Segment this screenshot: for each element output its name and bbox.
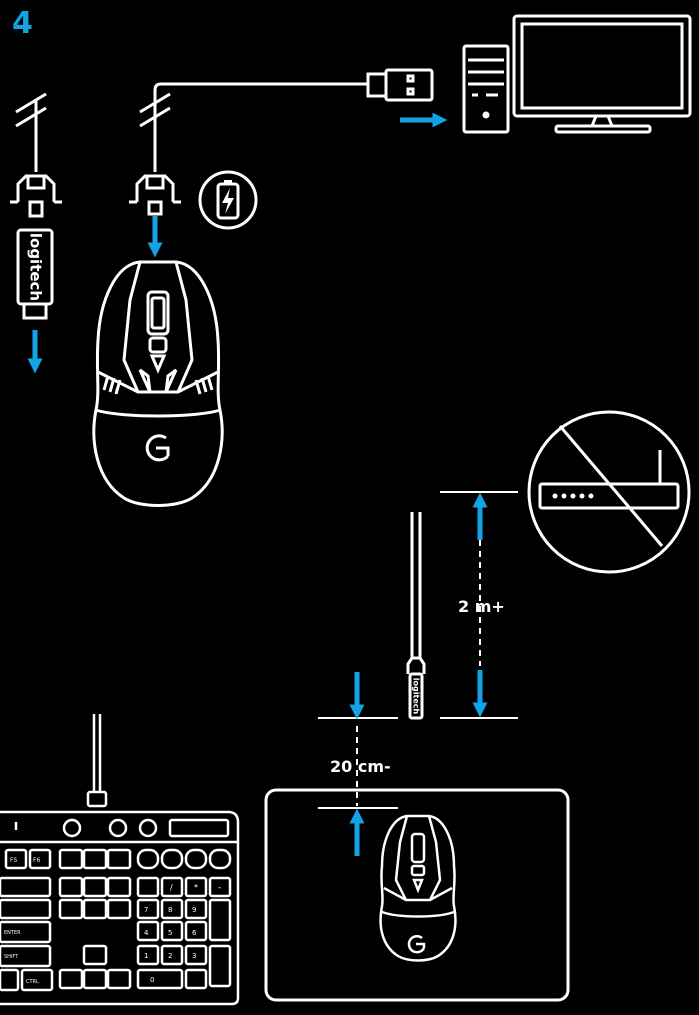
key-label: 1 <box>144 952 148 960</box>
distance-dashes <box>356 540 481 806</box>
key-label: SHIFT <box>4 954 19 960</box>
key-label: 5 <box>168 929 172 937</box>
key-label: 4 <box>144 929 149 937</box>
router-led-dots <box>552 493 594 499</box>
key-label: 9 <box>192 906 196 914</box>
gaming-mouse-small <box>379 814 457 962</box>
key-label: F6 <box>33 857 40 864</box>
key-label: ENTER <box>4 930 21 936</box>
dongle-brand-label-small: logitech <box>412 678 421 715</box>
key-label: / <box>170 883 173 892</box>
key-label: 2 <box>168 952 172 960</box>
distance-far-label: 2 m+ <box>458 597 505 616</box>
key-label: 8 <box>168 906 172 914</box>
key-label: F5 <box>10 857 17 864</box>
keyboard-key-labels: F5 F6 - * / ENTER SHIFT CTRL 7 8 9 4 5 6… <box>4 857 221 985</box>
keyboard <box>0 714 240 1006</box>
distance-near-label: 20 cm- <box>330 757 391 776</box>
monitor-icon <box>512 14 692 134</box>
key-label: CTRL <box>26 979 39 985</box>
gaming-mouse-large <box>92 260 224 507</box>
key-label: - <box>218 883 221 893</box>
usb-receiver-dongle: logitech <box>16 228 54 320</box>
logitech-g-logo <box>145 434 170 462</box>
key-label: 0 <box>150 976 154 984</box>
key-label: 7 <box>144 906 148 914</box>
step-number: 4 <box>12 6 33 41</box>
key-label: 6 <box>192 929 197 937</box>
computer-tower-icon <box>462 44 510 134</box>
usb-plug-icon <box>153 68 434 112</box>
charging-cable-plug <box>129 92 181 216</box>
no-router-icon <box>527 410 691 574</box>
extender-cable <box>406 512 426 720</box>
dongle-brand-label: logitech <box>27 233 45 301</box>
mouse-pad <box>264 788 570 1002</box>
receiver-adapter-left <box>10 92 62 218</box>
key-label: * <box>194 883 198 892</box>
battery-charging-icon <box>198 170 258 230</box>
key-label: 3 <box>192 952 196 960</box>
